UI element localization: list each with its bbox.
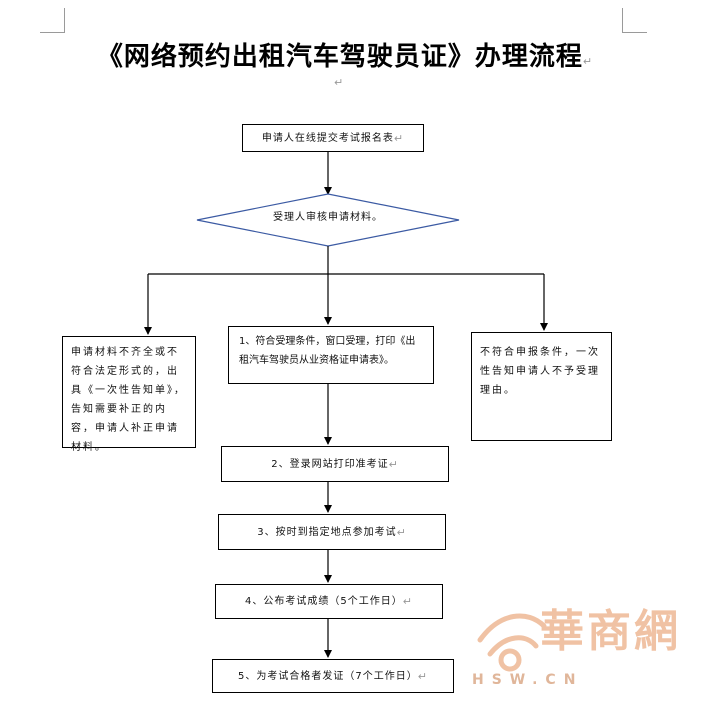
watermark-logo-icon <box>477 613 547 672</box>
step5-box: 5、为考试合格者发证（7个工作日）↵ <box>212 659 454 693</box>
step4-text: 4、公布考试成绩（5个工作日） <box>245 596 403 607</box>
step3-text: 3、按时到指定地点参加考试 <box>257 526 397 538</box>
page-corner-mark-left <box>40 8 65 33</box>
step-accept-box: 1、符合受理条件，窗口受理，打印《出租汽车驾驶员从业资格证申请表》。 <box>228 326 434 384</box>
page-title: 《网络预约出租汽车驾驶员证》办理流程↵ <box>0 36 690 73</box>
paragraph-mark: ↵ <box>396 525 407 539</box>
step2-box: 2、登录网站打印准考证↵ <box>221 446 449 482</box>
step-apply-box: 申请人在线提交考试报名表↵ <box>242 124 424 152</box>
step-review-label: 受理人审核申请材料。 <box>197 208 459 223</box>
review-diamond <box>196 193 460 247</box>
watermark-url: HSW.CN <box>472 672 584 688</box>
paragraph-mark: ↵ <box>388 457 399 471</box>
paragraph-mark: ↵ <box>402 595 413 608</box>
step-accept-text: 1、符合受理条件，窗口受理，打印《出租汽车驾驶员从业资格证申请表》。 <box>239 336 416 366</box>
step-incomplete-text: 申请材料不齐全或不符合法定形式的，出具《一次性告知单》，告知需要补正的内容，申请… <box>71 347 186 453</box>
paragraph-mark: ↵ <box>393 131 405 145</box>
paragraph-mark: ↵ <box>417 669 428 683</box>
step-apply-text: 申请人在线提交考试报名表 <box>261 132 394 144</box>
paragraph-mark: ↵ <box>334 76 344 89</box>
watermark-brand: 華商網 <box>540 606 681 657</box>
step3-box: 3、按时到指定地点参加考试↵ <box>218 514 446 550</box>
step4-box: 4、公布考试成绩（5个工作日）↵ <box>215 584 443 619</box>
title-text: 《网络预约出租汽车驾驶员证》办理流程 <box>96 42 583 72</box>
paragraph-mark: ↵ <box>582 55 594 68</box>
step-reject-text: 不符合申报条件，一次性告知申请人不予受理理由。 <box>480 347 600 396</box>
page-corner-mark-right <box>622 8 647 33</box>
step2-text: 2、登录网站打印准考证 <box>271 458 389 470</box>
step-incomplete-box: 申请材料不齐全或不符合法定形式的，出具《一次性告知单》，告知需要补正的内容，申请… <box>62 336 196 453</box>
step5-text: 5、为考试合格者发证（7个工作日） <box>238 670 418 682</box>
step-review-text: 受理人审核申请材料。 <box>273 212 383 223</box>
step-reject-box: 不符合申报条件，一次性告知申请人不予受理理由。 <box>471 332 612 441</box>
